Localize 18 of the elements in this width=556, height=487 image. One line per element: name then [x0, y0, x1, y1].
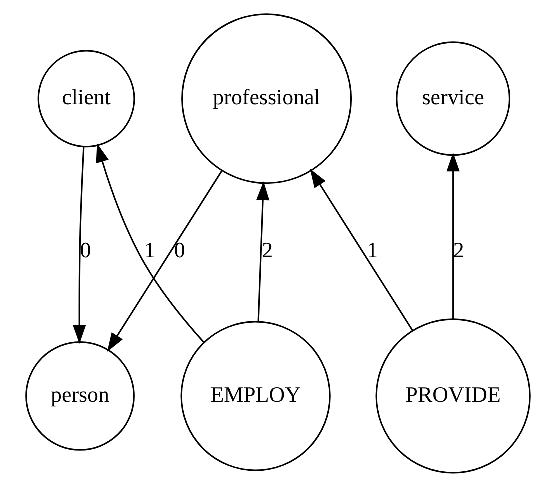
node-circle: EMPLOY — [180, 321, 331, 472]
node-circle: person — [26, 342, 135, 451]
node-circle: PROVIDE — [376, 318, 531, 474]
arrow — [310, 168, 414, 332]
arrow — [96, 144, 205, 343]
edge-label: 1 — [367, 237, 378, 262]
edge-label: 2 — [453, 237, 464, 262]
node-circle: client — [38, 50, 136, 148]
edge-label: 0 — [174, 237, 186, 262]
arrow — [73, 146, 86, 344]
arrow — [446, 152, 460, 320]
arrow — [107, 170, 223, 352]
edge-label: 2 — [262, 237, 274, 262]
edge-label: 0 — [80, 237, 92, 262]
node-circle: service — [396, 42, 511, 156]
node-circle: professional — [182, 14, 352, 184]
arrow — [256, 182, 270, 322]
edge-label: 1 — [144, 237, 156, 262]
